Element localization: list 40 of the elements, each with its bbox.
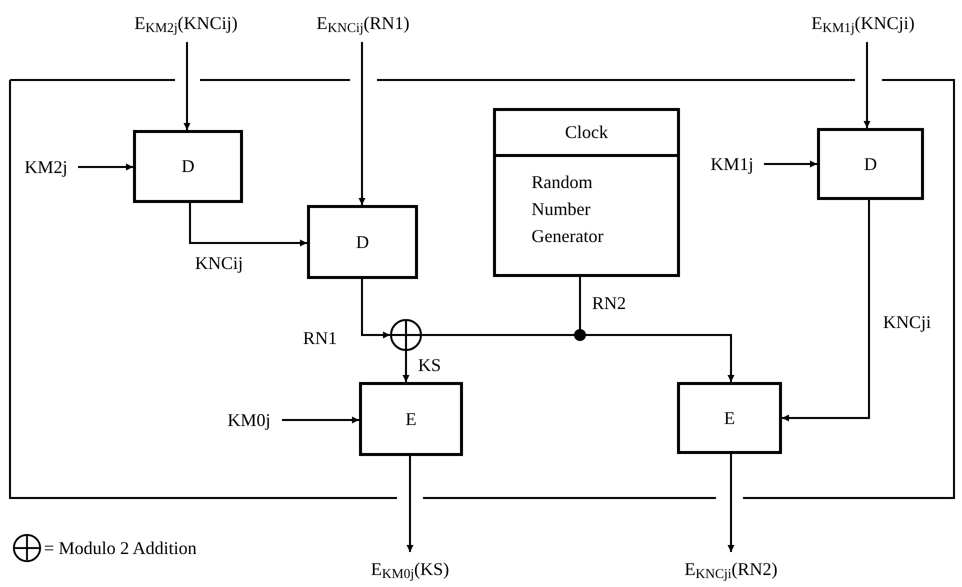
arrow — [728, 454, 734, 552]
edge-label: KNCji — [883, 311, 932, 334]
signal-label: E$_{KNCij}$(RN1) — [278, 4, 448, 42]
signal-label: E$_{KM2j}$(KNCij) — [100, 4, 272, 42]
arrow — [764, 160, 817, 168]
edge-label: KNCij — [195, 252, 244, 275]
box-text: Random Number Generator — [532, 171, 604, 248]
arrow — [782, 200, 870, 422]
signal-label: E$_{KM1j}$(KNCji) — [775, 4, 951, 42]
process-box — [133, 130, 243, 203]
edge-label: RN1 — [303, 327, 338, 350]
arrow — [282, 416, 359, 424]
box-label: E — [724, 406, 735, 430]
xor-circle — [390, 319, 422, 351]
arrow — [361, 279, 390, 338]
generator-box — [493, 108, 680, 277]
edge-label: RN2 — [592, 292, 626, 315]
arrow — [402, 351, 410, 382]
process-box — [307, 205, 418, 279]
edge-label: KS — [418, 354, 442, 377]
arrow — [189, 203, 307, 246]
box-label: D — [182, 155, 194, 178]
signal-label: KM0j — [216, 407, 282, 433]
arrow — [406, 456, 414, 552]
arrow — [78, 164, 133, 170]
arrow — [184, 42, 190, 130]
legend-text: = Modulo 2 Addition — [44, 536, 197, 560]
arrow — [864, 42, 870, 128]
process-box — [817, 128, 924, 200]
box-heading: Clock — [565, 121, 608, 144]
signal-label: E$_{KNCji}$(RN2) — [650, 552, 812, 586]
signal-label: E$_{KM0j}$(KS) — [345, 552, 475, 586]
process-box — [677, 382, 782, 454]
box-label: D — [864, 152, 877, 176]
signal-label: KM1j — [700, 151, 764, 177]
signal-label: KM2j — [14, 154, 78, 180]
box-label: D — [356, 230, 369, 254]
box-label: E — [406, 408, 416, 430]
process-box — [359, 382, 463, 456]
arrow — [358, 42, 366, 205]
